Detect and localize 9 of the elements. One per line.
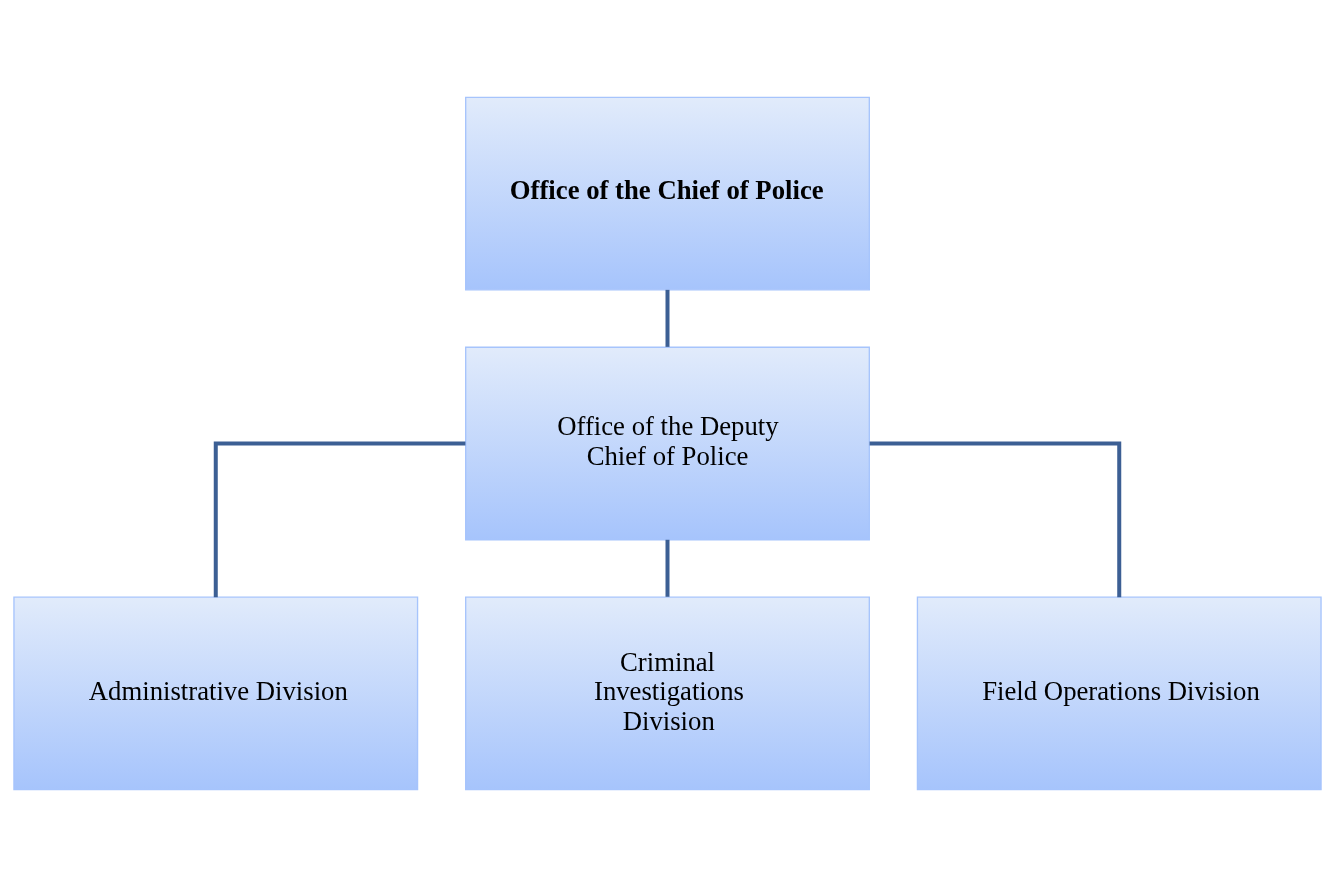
connector: [869, 441, 1122, 597]
node-box: Criminal Investigations Division: [465, 596, 870, 790]
connector: [213, 441, 466, 597]
connector: [665, 289, 670, 347]
node-box: Administrative Division: [13, 596, 419, 790]
node-box: Office of the Deputy Chief of Police: [465, 346, 870, 540]
node-box: Office of the Chief of Police: [465, 96, 870, 290]
node-box: Field Operations Division: [916, 596, 1322, 790]
connector: [665, 539, 670, 597]
